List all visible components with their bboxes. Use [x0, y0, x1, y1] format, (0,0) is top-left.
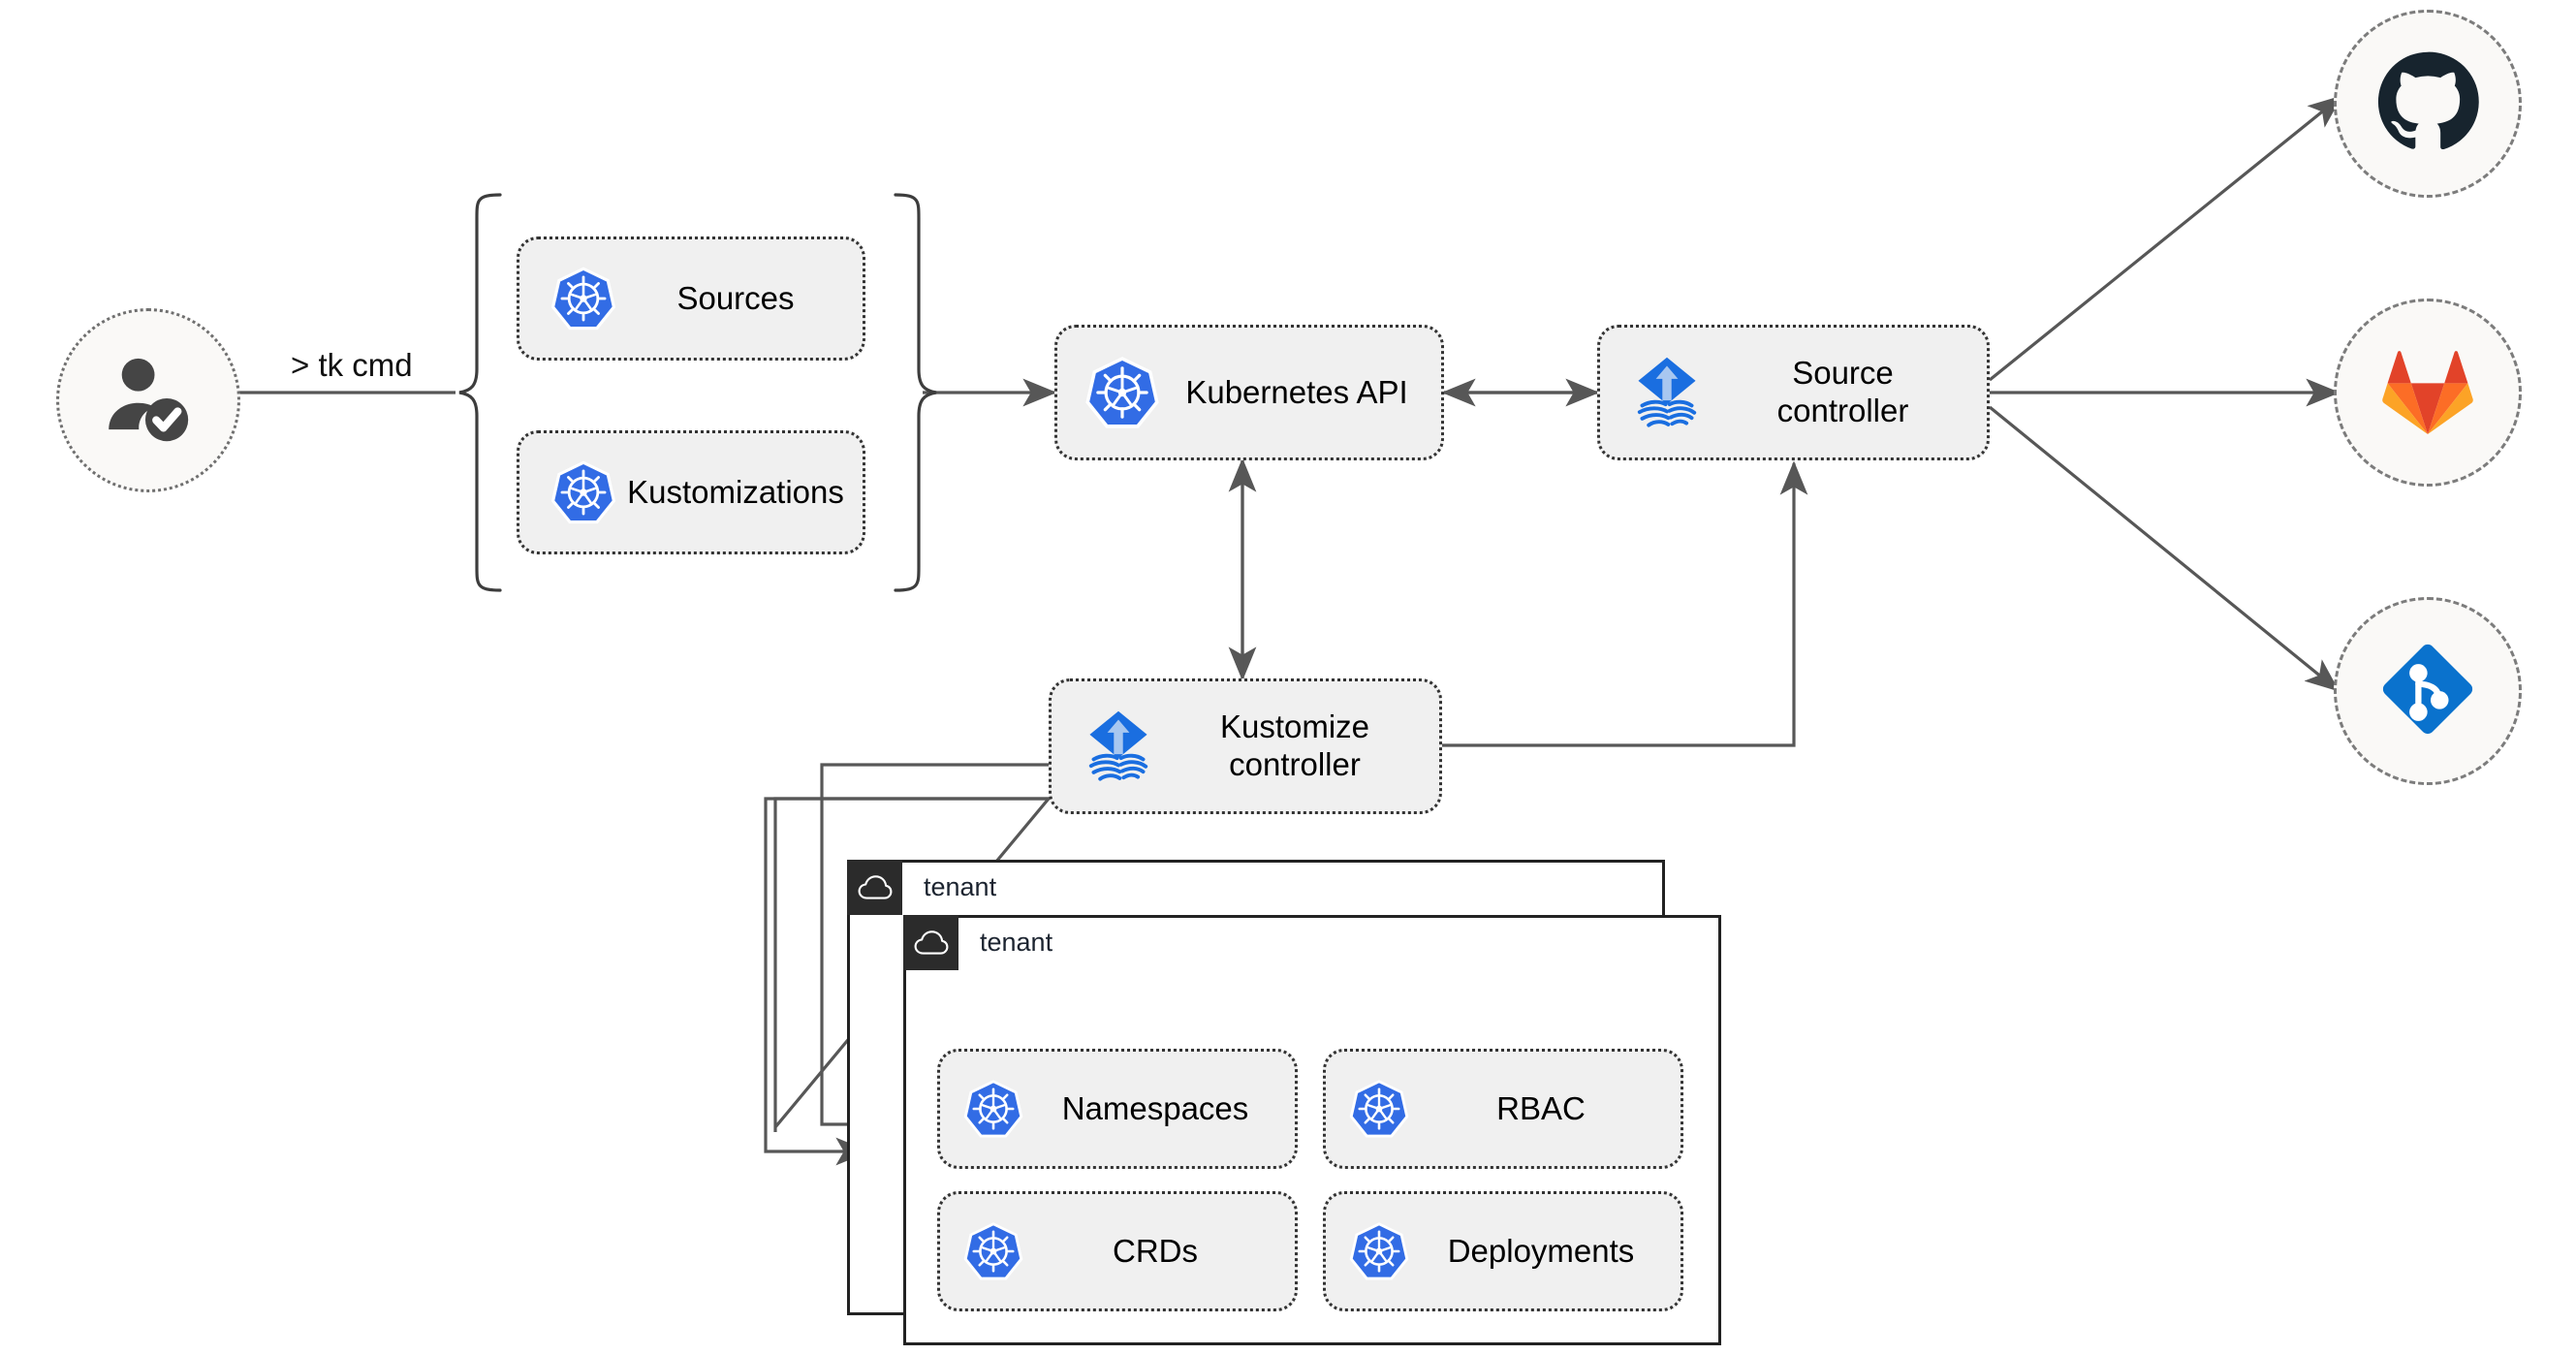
provider-gitlab[interactable] — [2334, 299, 2522, 487]
kubernetes-icon — [549, 264, 618, 333]
node-kustomizations-label: Kustomizations — [627, 473, 844, 510]
node-kustomize-controller-label: Kustomize controller — [1219, 709, 1370, 782]
node-source-controller-label: Source controller — [1776, 355, 1909, 428]
node-kustomizations[interactable]: Kustomizations — [517, 430, 865, 554]
node-kubernetes-api-label: Kubernetes API — [1185, 373, 1408, 410]
provider-git-repo[interactable] — [2334, 597, 2522, 785]
kubernetes-icon — [961, 1219, 1025, 1283]
flux-icon — [1625, 351, 1709, 434]
github-icon — [2375, 49, 2480, 159]
node-kustomize-controller[interactable]: Kustomize controller — [1049, 678, 1442, 814]
tenant-header-front: tenant — [903, 915, 1052, 970]
node-kubernetes-api[interactable]: Kubernetes API — [1054, 325, 1444, 460]
tenant-card-front[interactable]: tenant — [903, 915, 1721, 1345]
provider-github[interactable] — [2334, 10, 2522, 198]
wire-source-to-git — [1988, 405, 2340, 692]
kubernetes-icon — [961, 1077, 1025, 1141]
kubernetes-icon — [1083, 353, 1162, 432]
gitlab-icon — [2377, 343, 2478, 443]
resource-rbac[interactable]: RBAC — [1323, 1049, 1683, 1169]
kubernetes-icon — [1347, 1219, 1411, 1283]
node-sources[interactable]: Sources — [517, 236, 865, 361]
group-braces — [458, 193, 937, 592]
resource-namespaces-label: Namespaces — [1061, 1089, 1249, 1126]
flux-icon — [1077, 705, 1160, 788]
resource-rbac-label: RBAC — [1496, 1089, 1586, 1126]
cloud-icon — [903, 915, 958, 970]
tenant-header-back: tenant — [847, 860, 996, 915]
tenant-label-back: tenant — [924, 872, 997, 901]
git-branch-icon — [2373, 635, 2482, 748]
resource-deployments-label: Deployments — [1447, 1232, 1635, 1269]
user-check-icon — [98, 348, 199, 454]
resource-deployments[interactable]: Deployments — [1323, 1191, 1683, 1311]
command-label: > tk cmd — [291, 347, 413, 383]
wire-source-to-github — [1988, 95, 2342, 382]
kubernetes-icon — [549, 457, 618, 527]
wire-kustomize-to-source — [1432, 460, 1808, 747]
user-node[interactable] — [56, 308, 240, 492]
node-sources-label: Sources — [676, 279, 795, 316]
cloud-icon — [847, 860, 902, 915]
tenant-label-front: tenant — [980, 928, 1053, 957]
kubernetes-icon — [1347, 1077, 1411, 1141]
node-source-controller[interactable]: Source controller — [1597, 325, 1990, 460]
resource-namespaces[interactable]: Namespaces — [937, 1049, 1298, 1169]
resource-crds-label: CRDs — [1113, 1232, 1198, 1269]
resource-crds[interactable]: CRDs — [937, 1191, 1298, 1311]
